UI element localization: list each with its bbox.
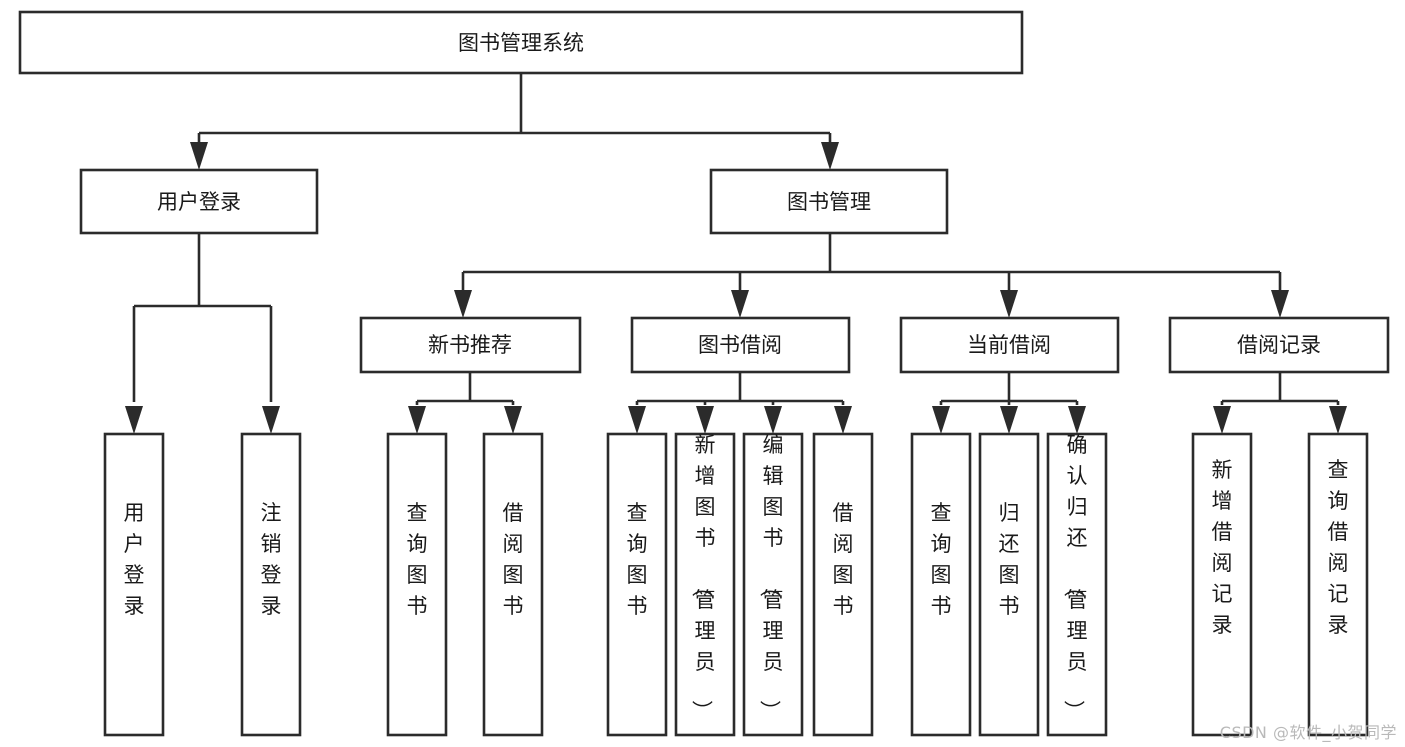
node-book-management[interactable]: 图书管理 xyxy=(709,168,949,235)
leaf-book-borrow-borrow-box xyxy=(812,432,874,737)
arrow-head-borrowrecord-leaf-1 xyxy=(1213,406,1231,434)
leaf-borrow-record-query[interactable]: 查询借阅记录 xyxy=(1307,432,1369,737)
leaf-user-login-login-label: 用户登录 xyxy=(124,501,145,618)
arrow-head-user-login xyxy=(190,142,208,170)
leaf-user-login-logout-box xyxy=(240,432,302,737)
leaf-current-borrow-confirm-label: 确认归还（管理员） xyxy=(1062,433,1088,721)
arrow-head-current-borrow xyxy=(1000,290,1018,318)
arrow-head-newbook-leaf-2 xyxy=(504,406,522,434)
leaf-user-login-logout-label: 注销登录 xyxy=(261,501,282,618)
leaf-current-borrow-return[interactable]: 归还图书 xyxy=(978,432,1040,737)
node-root-system-label: 图书管理系统 xyxy=(458,31,584,55)
leaf-user-login-login[interactable]: 用户登录 xyxy=(103,432,165,737)
leaf-book-borrow-add-label: 新增图书（管理员） xyxy=(690,433,716,721)
arrow-head-currentborrow-leaf-2 xyxy=(1000,406,1018,434)
node-book-management-box xyxy=(709,168,949,235)
leaf-current-borrow-query-label: 查询图书 xyxy=(931,501,952,618)
node-root-system-box xyxy=(18,10,1024,75)
node-root-system[interactable]: 图书管理系统 xyxy=(18,10,1024,75)
arrow-head-currentborrow-leaf-1 xyxy=(932,406,950,434)
arrow-head-bookborrow-leaf-4 xyxy=(834,406,852,434)
node-user-login-box xyxy=(79,168,319,235)
node-book-borrow-label: 图书借阅 xyxy=(698,333,782,357)
arrow-head-book-borrow xyxy=(731,290,749,318)
leaf-current-borrow-confirm-box xyxy=(1046,432,1108,737)
node-new-book-recommend-label: 新书推荐 xyxy=(428,333,512,357)
arrow-head-newbook-leaf-1 xyxy=(408,406,426,434)
csdn-watermark: CSDN @软件_小贺同学 xyxy=(1219,723,1397,742)
node-user-login[interactable]: 用户登录 xyxy=(79,168,319,235)
leaf-book-borrow-add[interactable]: 新增图书（管理员） xyxy=(674,432,736,737)
leaf-borrow-record-add-box xyxy=(1191,432,1253,737)
node-borrow-record-box xyxy=(1168,316,1390,374)
leaf-current-borrow-return-label: 归还图书 xyxy=(999,501,1020,618)
leaf-user-login-login-box xyxy=(103,432,165,737)
leaf-new-book-query-box xyxy=(386,432,448,737)
leaf-book-borrow-add-box xyxy=(674,432,736,737)
leaf-new-book-borrow-label: 借阅图书 xyxy=(503,501,524,618)
leaf-new-book-query-label: 查询图书 xyxy=(407,501,428,618)
leaf-borrow-record-add[interactable]: 新增借阅记录 xyxy=(1191,432,1253,737)
leaf-borrow-record-add-label: 新增借阅记录 xyxy=(1212,458,1233,637)
leaf-current-borrow-return-box xyxy=(978,432,1040,737)
connector-layer xyxy=(125,73,1347,434)
arrow-head-userlogin-leaf-1 xyxy=(125,406,143,434)
arrow-head-book-mgmt xyxy=(821,142,839,170)
leaf-book-borrow-query[interactable]: 查询图书 xyxy=(606,432,668,737)
leaf-new-book-borrow-box xyxy=(482,432,544,737)
node-new-book-recommend[interactable]: 新书推荐 xyxy=(359,316,582,374)
arrow-head-bookborrow-leaf-2 xyxy=(696,406,714,434)
leaf-book-borrow-borrow-label: 借阅图书 xyxy=(833,501,854,618)
node-current-borrow-box xyxy=(899,316,1120,374)
arrow-head-userlogin-leaf-2 xyxy=(262,406,280,434)
leaf-new-book-query[interactable]: 查询图书 xyxy=(386,432,448,737)
arrow-head-bookborrow-leaf-3 xyxy=(764,406,782,434)
leaf-book-borrow-borrow[interactable]: 借阅图书 xyxy=(812,432,874,737)
node-book-management-label: 图书管理 xyxy=(787,190,871,214)
node-borrow-record[interactable]: 借阅记录 xyxy=(1168,316,1390,374)
node-borrow-record-label: 借阅记录 xyxy=(1237,333,1321,357)
leaf-new-book-borrow[interactable]: 借阅图书 xyxy=(482,432,544,737)
leaf-borrow-record-query-box xyxy=(1307,432,1369,737)
node-current-borrow-label: 当前借阅 xyxy=(967,333,1051,357)
leaf-book-borrow-query-box xyxy=(606,432,668,737)
node-book-borrow[interactable]: 图书借阅 xyxy=(630,316,851,374)
leaf-current-borrow-confirm[interactable]: 确认归还（管理员） xyxy=(1046,432,1108,737)
arrow-head-currentborrow-leaf-3 xyxy=(1068,406,1086,434)
arrow-head-borrow-record xyxy=(1271,290,1289,318)
leaf-book-borrow-query-label: 查询图书 xyxy=(627,501,648,618)
leaf-book-borrow-edit[interactable]: 编辑图书（管理员） xyxy=(742,432,804,737)
leaf-user-login-logout[interactable]: 注销登录 xyxy=(240,432,302,737)
node-book-borrow-box xyxy=(630,316,851,374)
leaf-book-borrow-edit-box xyxy=(742,432,804,737)
node-new-book-recommend-box xyxy=(359,316,582,374)
arrow-head-new-book-rec xyxy=(454,290,472,318)
leaf-borrow-record-query-label: 查询借阅记录 xyxy=(1328,458,1349,637)
leaf-current-borrow-query-box xyxy=(910,432,972,737)
node-current-borrow[interactable]: 当前借阅 xyxy=(899,316,1120,374)
node-user-login-label: 用户登录 xyxy=(157,190,241,214)
leaf-current-borrow-query[interactable]: 查询图书 xyxy=(910,432,972,737)
arrow-head-bookborrow-leaf-1 xyxy=(628,406,646,434)
arrow-head-borrowrecord-leaf-2 xyxy=(1329,406,1347,434)
leaf-book-borrow-edit-label: 编辑图书（管理员） xyxy=(758,433,784,721)
